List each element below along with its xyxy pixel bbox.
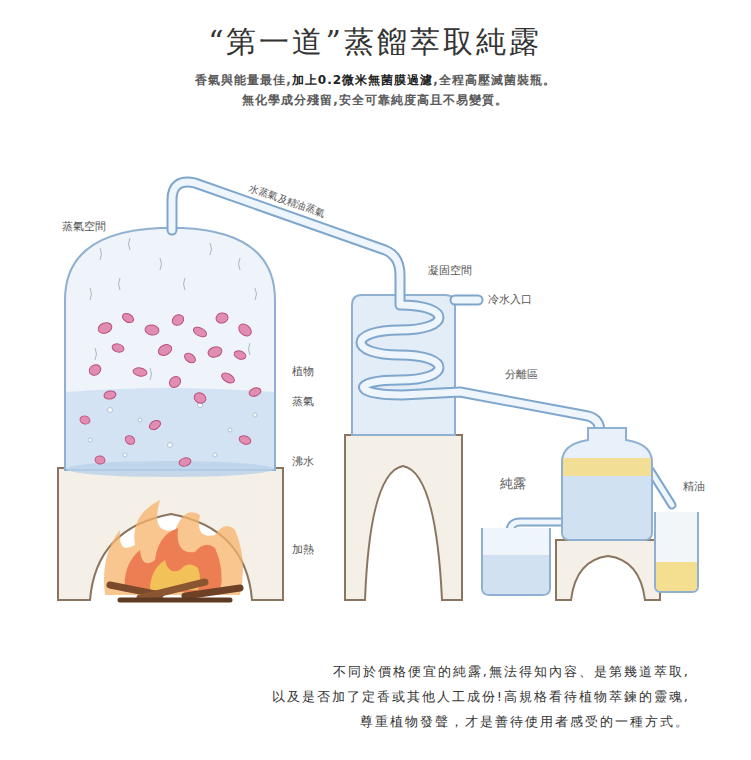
- illustration-part: [183, 351, 197, 364]
- illustration-part: [238, 434, 252, 446]
- illustration-part: [90, 238, 257, 380]
- illustration-part: [345, 435, 462, 600]
- illustration-part: [88, 403, 257, 458]
- illustration-part: [207, 345, 223, 358]
- illustration-part: [172, 182, 600, 448]
- illustration-part: [66, 388, 274, 469]
- part-label: 純露: [500, 476, 526, 492]
- illustration-part: [167, 374, 183, 389]
- fire: [104, 500, 243, 600]
- part-label: 精油: [683, 480, 705, 493]
- boiler-jar: [65, 228, 275, 477]
- part-label: 加熱: [292, 543, 314, 556]
- illustration-part: [148, 419, 162, 432]
- illustration-part: [65, 228, 275, 470]
- condenser-stand: [345, 435, 462, 600]
- part-label: 凝固空間: [428, 264, 472, 277]
- part-label: 冷水入口: [488, 293, 532, 306]
- illustration-part: [184, 278, 186, 290]
- illustration-part: [79, 415, 91, 425]
- illustration-part: [253, 413, 257, 417]
- illustration-part: [255, 288, 257, 300]
- illustration-part: [192, 391, 207, 405]
- illustration-part: [248, 386, 262, 398]
- illustration-part: [120, 598, 230, 603]
- illustration-part: [90, 288, 92, 300]
- illustration-part: [58, 468, 283, 600]
- illustration-part: [157, 343, 174, 358]
- subtitle-text: 加上0.2微米無菌膜過濾: [292, 72, 433, 89]
- illustration-part: [144, 324, 160, 336]
- illustration-part: [215, 312, 229, 324]
- illustration-part: [650, 470, 672, 505]
- illustration-part: [233, 349, 247, 361]
- oil-beaker: [655, 512, 698, 592]
- illustration-part: [650, 470, 672, 505]
- subtitle-text: 無化學成分殘留,安全可靠純度高且不易變質。: [242, 93, 508, 107]
- caption-line: 尊重植物發聲，才是善待使用者感受的一種方式。: [360, 714, 690, 730]
- illustration-part: [455, 297, 478, 304]
- illustration-part: [236, 322, 253, 339]
- subtitle-text: 香氣與能量最佳,: [195, 72, 292, 89]
- illustration-part: [123, 453, 127, 457]
- illustration-part: [655, 512, 698, 592]
- caption-line: 不同於價格便宜的純露,無法得知內容、是第幾道萃取,: [333, 664, 690, 680]
- separator-flask: [562, 428, 652, 540]
- illustration-part: [213, 453, 217, 457]
- part-label: 蒸氣: [292, 395, 314, 408]
- illustration-part: [556, 540, 660, 600]
- illustration-part: [168, 443, 173, 448]
- illustration-part: [170, 312, 186, 327]
- illustration-part: [210, 243, 212, 255]
- illustration-part: [108, 408, 113, 413]
- illustration-part: [220, 371, 236, 385]
- illustration-part: [150, 368, 152, 380]
- caption-line: 以及是否加了定香或其他人工成份!高規格看待植物萃鍊的靈魂,: [272, 689, 690, 705]
- illustration-part: [185, 588, 240, 596]
- illustration-part: [129, 238, 131, 250]
- part-label: 蒸氣空間: [62, 220, 106, 233]
- illustration-part: [483, 555, 549, 594]
- illustration-part: [94, 455, 105, 465]
- title: “第一道”蒸餾萃取純露: [208, 22, 542, 63]
- illustration-part: [249, 343, 251, 355]
- hydrosol-beaker: [482, 528, 550, 595]
- illustration-part: [455, 295, 478, 306]
- part-label: 分離區: [505, 368, 538, 381]
- illustration-part: [97, 321, 114, 335]
- boiler-stand: [58, 468, 283, 600]
- illustration-part: [100, 248, 102, 260]
- illustration-part: [95, 348, 97, 360]
- pipe-label: 水蒸氣及精油蒸氣: [247, 182, 326, 220]
- illustration-part: [132, 367, 147, 377]
- glass-tube: [172, 182, 672, 548]
- illustration-part: [563, 476, 651, 539]
- illustration-part: [111, 343, 125, 354]
- illustration-part: [178, 457, 192, 468]
- subtitle-text: ,全程高壓滅菌裝瓶。: [433, 72, 556, 89]
- separator-stand: [556, 540, 660, 600]
- illustration-part: [228, 428, 232, 432]
- illustration-part: [482, 528, 550, 595]
- illustration-part: [79, 312, 262, 468]
- illustration-part: [121, 312, 135, 325]
- illustration-part: [563, 458, 651, 476]
- illustration-part: [138, 418, 142, 422]
- illustration-part: [88, 438, 92, 442]
- illustration-part: [172, 182, 600, 448]
- subtitle-row: 香氣與能量最佳,加上0.2微米無菌膜過濾,全程高壓滅菌裝瓶。: [0, 72, 751, 89]
- illustration-part: [562, 428, 652, 540]
- illustration-part: [160, 258, 162, 270]
- illustration-part: [192, 325, 208, 338]
- illustration-part: [239, 258, 241, 270]
- illustration-part: [656, 562, 697, 591]
- part-label: 沸水: [292, 455, 314, 468]
- illustration-part: [103, 390, 116, 400]
- illustration-part: [124, 434, 137, 446]
- part-label: 植物: [292, 365, 314, 378]
- illustration-part: [104, 500, 243, 595]
- illustration-part: [87, 363, 102, 378]
- illustration-part: [119, 278, 121, 290]
